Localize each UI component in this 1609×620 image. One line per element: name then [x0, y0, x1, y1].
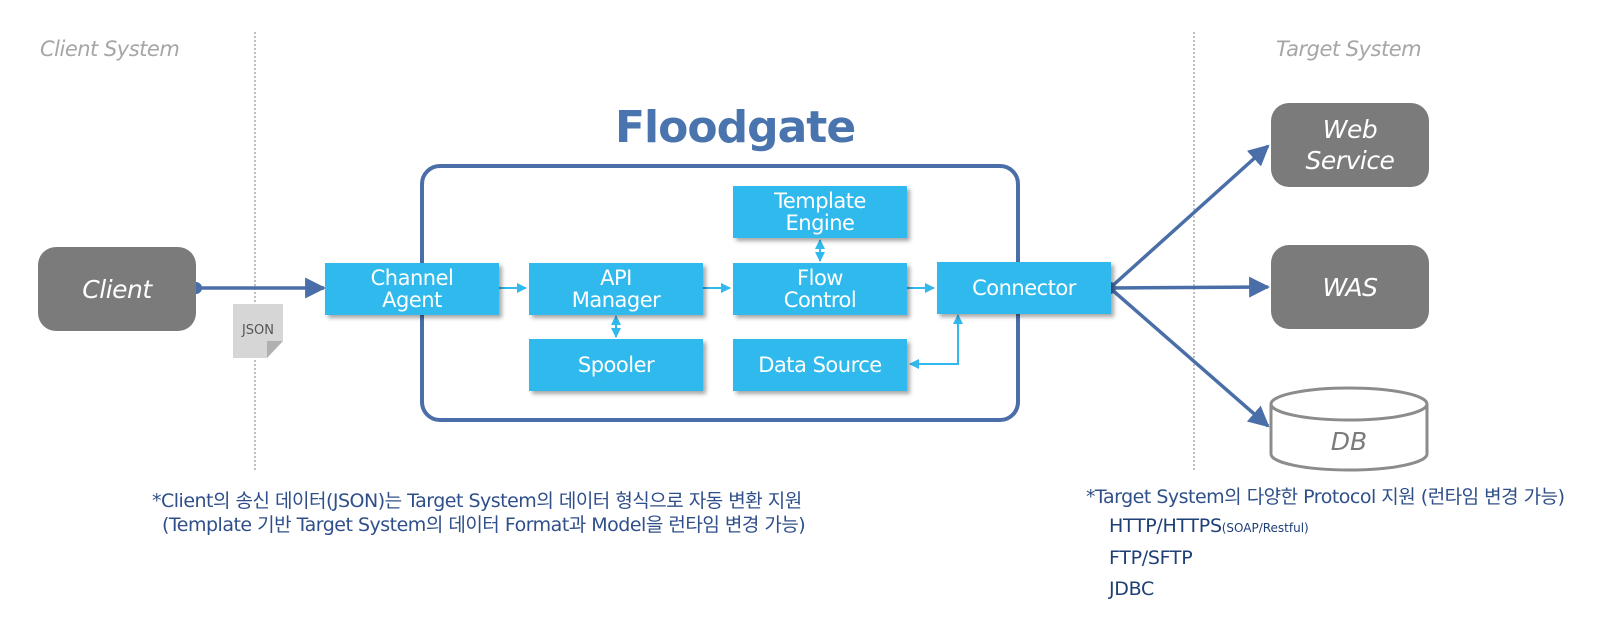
web-service-label-line2: Service — [1305, 146, 1395, 175]
client-label: Client — [82, 274, 152, 304]
target-note-line1: *Target System의 다양한 Protocol 지원 (런타임 변경 … — [1086, 486, 1565, 508]
spooler-box: Spooler — [529, 339, 703, 391]
db-cylinder-shape — [1269, 386, 1429, 472]
flow-control-label-line1: Flow — [797, 266, 843, 290]
json-document-label: JSON — [241, 323, 275, 338]
data-source-box: Data Source — [733, 339, 907, 391]
template-engine-box: Template Engine — [733, 186, 907, 238]
data-source-label: Data Source — [758, 353, 882, 377]
client-node: Client — [38, 247, 196, 331]
client-note-line1: *Client의 송신 데이터(JSON)는 Target System의 데이… — [152, 490, 802, 512]
api-manager-label-line1: API — [600, 266, 632, 290]
protocol-http-label: HTTP/HTTPS — [1109, 515, 1222, 537]
web-service-node: Web Service — [1271, 103, 1429, 187]
web-service-label-line1: Web — [1322, 115, 1378, 144]
target-system-label: Target System — [1276, 37, 1422, 61]
connector-fanout-arrows — [1104, 144, 1271, 428]
floodgate-title: Floodgate — [615, 102, 856, 153]
data-source-connector-arrow — [909, 314, 963, 369]
channel-agent-label-line1: Channel — [370, 266, 454, 290]
flow-control-box: Flow Control — [733, 263, 907, 315]
target-boundary-divider — [1193, 32, 1195, 470]
protocol-http: HTTP/HTTPS(SOAP/Restful) — [1109, 515, 1309, 537]
db-label: DB — [1330, 427, 1368, 456]
template-engine-label-line1: Template — [774, 189, 866, 213]
template-engine-label-line2: Engine — [785, 211, 855, 235]
was-node: WAS — [1271, 245, 1429, 329]
connector-box: Connector — [937, 262, 1111, 314]
channel-agent-box: Channel Agent — [325, 263, 499, 315]
was-label: WAS — [1322, 272, 1378, 302]
client-to-channel-agent-arrow — [190, 277, 327, 299]
connector-label: Connector — [972, 276, 1076, 300]
api-manager-label-line2: Manager — [571, 288, 661, 312]
protocol-ftp: FTP/SFTP — [1109, 547, 1193, 569]
protocol-http-sub: (SOAP/Restful) — [1221, 521, 1309, 535]
protocol-jdbc: JDBC — [1109, 578, 1155, 600]
client-boundary-divider — [254, 32, 256, 470]
client-note-line2: (Template 기반 Target System의 데이터 Format과 … — [162, 514, 806, 536]
client-system-label: Client System — [40, 37, 180, 61]
flow-control-label-line2: Control — [783, 288, 857, 312]
spooler-label: Spooler — [577, 353, 655, 377]
channel-agent-label-line2: Agent — [382, 288, 442, 312]
api-manager-box: API Manager — [529, 263, 703, 315]
